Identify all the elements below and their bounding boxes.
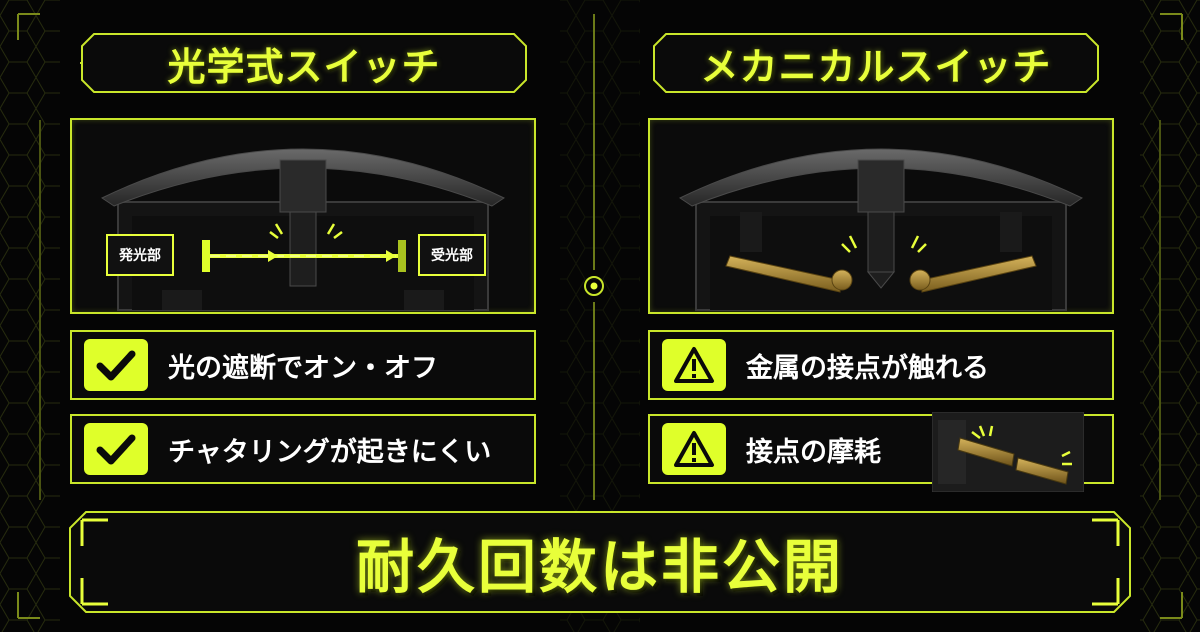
receiver-label: 受光部: [418, 234, 486, 276]
optical-switch-title-box: 光学式スイッチ: [80, 32, 528, 94]
optical-feature-1-text: 光の遮断でオン・オフ: [168, 352, 438, 384]
durability-banner: 耐久回数は非公開: [68, 510, 1132, 614]
worn-contact-image: [932, 412, 1084, 492]
mechanical-switch-title: メカニカルスイッチ: [700, 44, 1052, 89]
durability-text: 耐久回数は非公開: [355, 533, 844, 601]
optical-switch-title: 光学式スイッチ: [167, 44, 441, 89]
center-divider: [584, 14, 604, 500]
optical-feature-2: チャタリングが起きにくい: [70, 414, 536, 484]
mechanical-switch-illustration: [678, 148, 1084, 311]
optical-feature-1: 光の遮断でオン・オフ: [70, 330, 536, 400]
mechanical-feature-1: 金属の接点が触れる: [648, 330, 1114, 400]
mechanical-switch-diagram: [648, 118, 1114, 314]
checkmark-icon: [84, 339, 148, 391]
warning-icon: [662, 423, 726, 475]
optical-feature-2-text: チャタリングが起きにくい: [168, 436, 492, 468]
checkmark-icon: [84, 423, 148, 475]
emitter-label: 発光部: [106, 234, 174, 276]
optical-switch-diagram: 発光部 受光部: [70, 118, 536, 314]
warning-icon: [662, 339, 726, 391]
mechanical-feature-1-text: 金属の接点が触れる: [746, 352, 989, 384]
mechanical-switch-title-box: メカニカルスイッチ: [652, 32, 1100, 94]
mechanical-feature-2-text: 接点の摩耗: [746, 436, 881, 468]
optical-switch-illustration: [100, 148, 506, 311]
